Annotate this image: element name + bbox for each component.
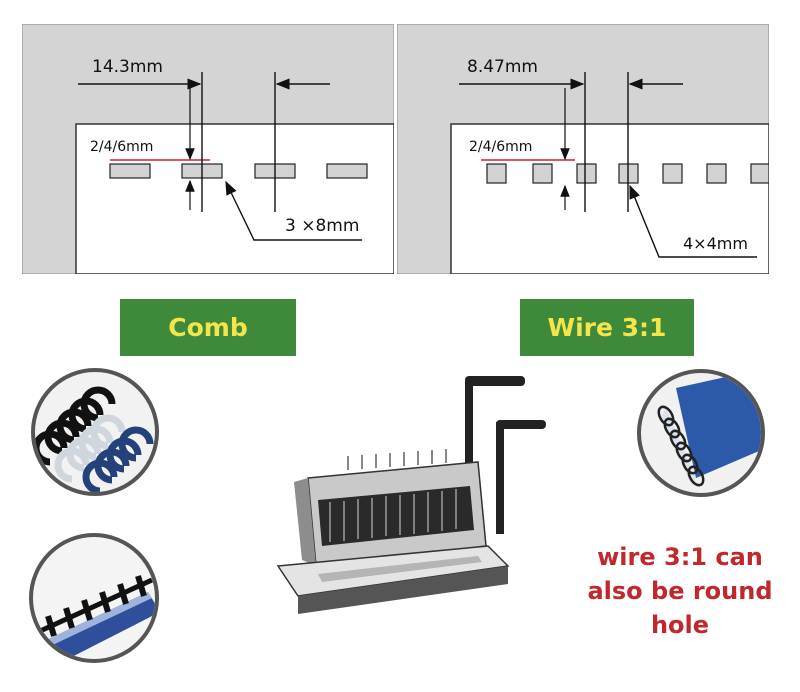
comb-hole-leader	[225, 180, 362, 241]
wire-hole-leader	[629, 184, 757, 258]
comb-hole	[326, 163, 368, 179]
round-hole-note: wire 3:1 can also be round hole	[560, 540, 800, 642]
wire-hole-label: 4×4mm	[683, 234, 748, 253]
wire-hole	[706, 163, 727, 184]
comb-pitch-label: 14.3mm	[92, 57, 163, 77]
binding-machine-photo	[276, 376, 546, 614]
comb-bound-sheets-photo	[29, 533, 159, 663]
wire-hole	[750, 163, 769, 184]
wire-pitch-label: 8.47mm	[467, 57, 538, 77]
wire-hole	[576, 163, 597, 184]
comb-hole-diagram: 14.3mm 2/4/6mm 3 ×8mm	[22, 24, 394, 274]
comb-spines-photo	[31, 368, 159, 496]
round-hole-note-line: wire 3:1 can	[597, 543, 763, 571]
comb-banner: Comb	[120, 299, 296, 356]
wire-hole-diagram: 8.47mm 2/4/6mm 4×4mm	[397, 24, 769, 274]
round-hole-note-line: also be round	[587, 577, 773, 605]
wire-hole	[662, 163, 683, 184]
round-hole-note-line: hole	[650, 611, 710, 639]
wire-banner: Wire 3:1	[520, 299, 694, 356]
comb-paper-sheet	[75, 123, 394, 274]
comb-margin-label: 2/4/6mm	[90, 139, 153, 155]
wire-binding-photo	[637, 369, 765, 497]
wire-hole	[486, 163, 507, 184]
comb-hole	[109, 163, 151, 179]
wire-margin-label: 2/4/6mm	[469, 139, 532, 155]
wire-paper-sheet	[450, 123, 769, 274]
wire-hole	[532, 163, 553, 184]
comb-hole-label: 3 ×8mm	[285, 216, 359, 236]
